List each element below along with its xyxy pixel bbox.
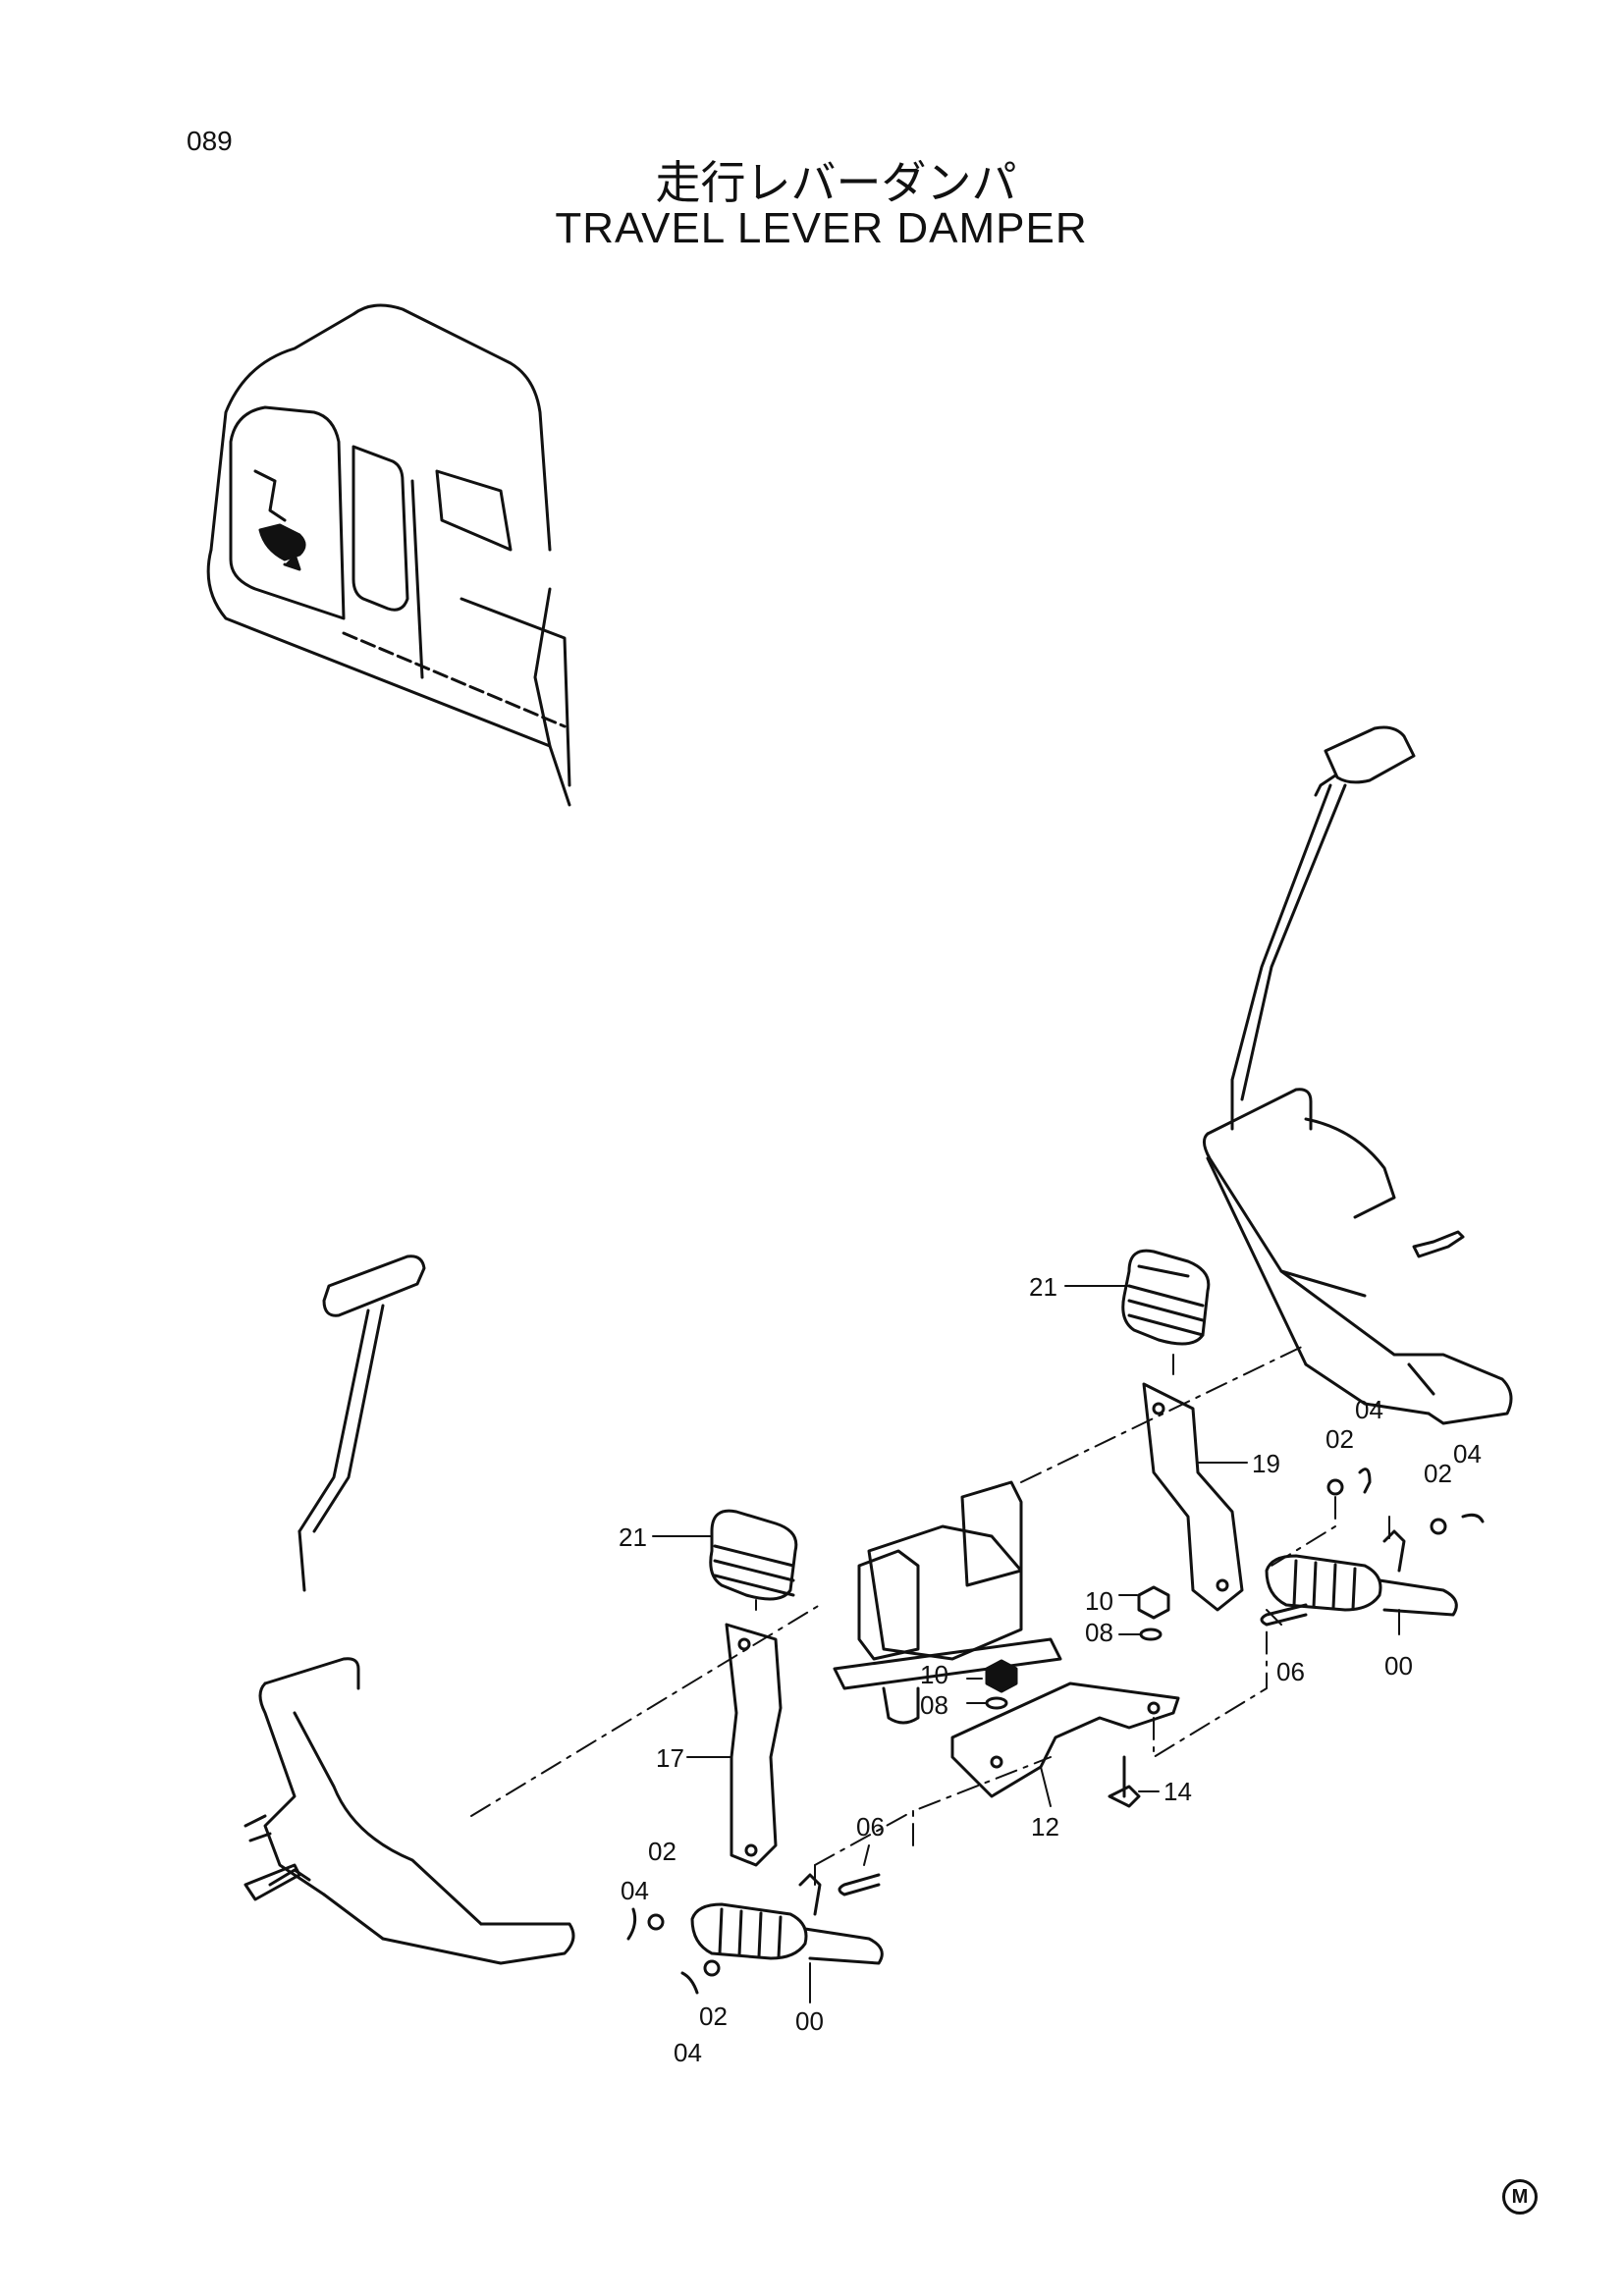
pedal-valve	[833, 1480, 1062, 1725]
callout-02: 02	[699, 2002, 728, 2031]
callout-00: 00	[795, 2006, 824, 2036]
callout-04: 04	[1355, 1395, 1383, 1424]
callout-06: 06	[1276, 1657, 1305, 1686]
manufacturer-mark: M	[1502, 2179, 1538, 2215]
callout-02: 02	[1424, 1459, 1452, 1488]
callout-02: 02	[648, 1837, 676, 1866]
title-english: TRAVEL LEVER DAMPER	[555, 204, 1088, 252]
callout-17: 17	[656, 1743, 684, 1773]
damper-right	[1265, 1529, 1458, 1617]
callout-19: 19	[1252, 1449, 1280, 1478]
callout-10: 10	[920, 1660, 948, 1689]
title-japanese: 走行レバーダンパ	[655, 156, 1017, 209]
callout-02: 02	[1325, 1424, 1354, 1454]
right-travel-lever	[1203, 725, 1513, 1425]
callout-12: 12	[1031, 1812, 1059, 1842]
callout-08: 08	[1085, 1618, 1113, 1647]
callout-06: 06	[856, 1812, 885, 1842]
bracket-19	[1142, 1382, 1244, 1612]
callout-21: 21	[1029, 1272, 1057, 1302]
cab-illustration	[206, 303, 571, 807]
hardware	[626, 1468, 1485, 1995]
boot-21-upper	[1121, 1249, 1211, 1346]
callout-14: 14	[1163, 1777, 1192, 1806]
callout-10: 10	[1085, 1586, 1113, 1616]
callout-08: 08	[920, 1690, 948, 1720]
callout-04: 04	[674, 2038, 702, 2067]
callout-00: 00	[1384, 1651, 1413, 1681]
callout-04: 04	[621, 1876, 649, 1905]
page-number: 089	[187, 126, 233, 156]
damper-left	[690, 1873, 884, 1965]
boot-21-lower	[709, 1509, 798, 1601]
callout-04: 04	[1453, 1439, 1482, 1468]
callout-21: 21	[619, 1522, 647, 1552]
bracket-17	[725, 1623, 783, 1867]
left-travel-lever	[243, 1255, 575, 1965]
bracket-12	[950, 1682, 1180, 1798]
